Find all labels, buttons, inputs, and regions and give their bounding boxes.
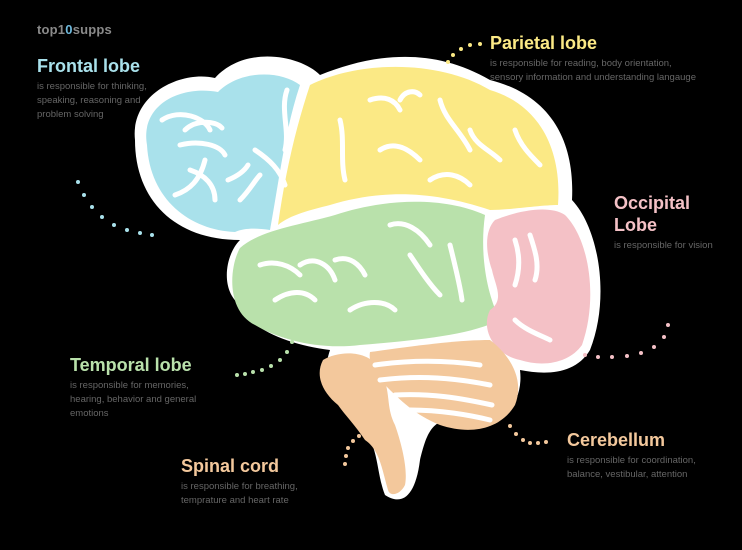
parietal-lobe: [278, 66, 559, 225]
spinal-cord-label: Spinal cord is responsible for breathing…: [181, 455, 298, 508]
cerebellum-label: Cerebellum is responsible for coordinati…: [567, 429, 696, 482]
frontal-lobe-title: Frontal lobe: [37, 56, 140, 76]
cerebellum-title: Cerebellum: [567, 430, 666, 450]
spinal-cord-title: Spinal cord: [181, 456, 280, 476]
occipital-lobe-title: Occipital Lobe: [614, 193, 691, 235]
frontal-lobe-label: Frontal lobe is responsible for thinking…: [37, 55, 147, 122]
leader-dots: [76, 42, 670, 466]
parietal-lobe-label: Parietal lobe is responsible for reading…: [490, 32, 696, 85]
temporal-lobe-title: Temporal lobe: [70, 355, 192, 375]
occipital-lobe: [486, 209, 591, 364]
frontal-lobe-desc: is responsible for thinking, speaking, r…: [37, 81, 147, 120]
brand-logo: top10supps: [37, 22, 112, 37]
occipital-lobe-label: Occipital Lobe is responsible for vision: [614, 192, 713, 253]
spinal-cord: [319, 353, 406, 495]
parietal-lobe-title: Parietal lobe: [490, 33, 598, 53]
temporal-lobe-label: Temporal lobe is responsible for memorie…: [70, 354, 196, 421]
spinal-cord-desc: is responsible for breathing, temprature…: [181, 481, 298, 506]
temporal-lobe-desc: is responsible for memories, hearing, be…: [70, 380, 197, 419]
cerebellum-desc: is responsible for coordination, balance…: [567, 455, 696, 480]
occipital-lobe-desc: is responsible for vision: [614, 240, 713, 251]
parietal-lobe-desc: is responsible for reading, body orienta…: [490, 58, 696, 83]
